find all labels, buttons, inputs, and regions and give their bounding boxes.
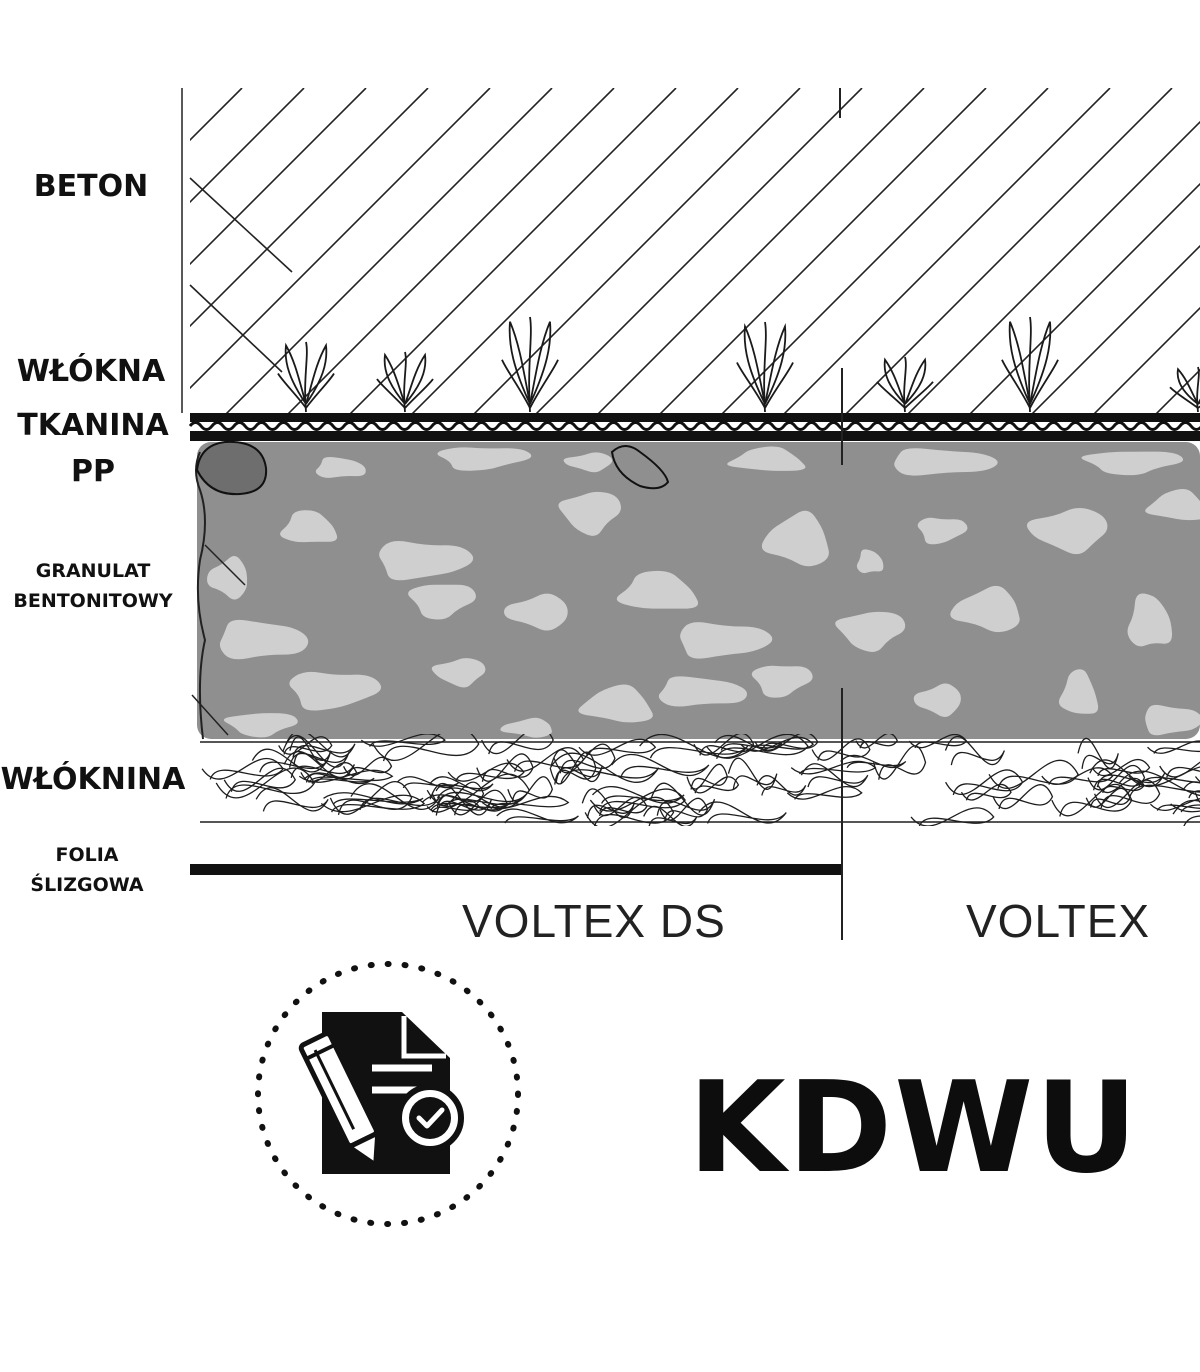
concrete-layer <box>181 88 1200 413</box>
label-tkanina: TKANINA <box>17 408 169 443</box>
label-wlokna: WŁÓKNA <box>16 354 166 389</box>
label-granulat: GRANULAT <box>35 560 151 582</box>
label-wloknina: WŁÓKNINA <box>0 762 186 797</box>
document-pencil-check-icon <box>255 961 521 1227</box>
label-folia: FOLIA <box>55 844 119 866</box>
product-voltex-ds: VOLTEX DS <box>462 895 726 947</box>
nonwoven-fleece-layer <box>200 734 1200 826</box>
label-beton: BETON <box>33 169 149 204</box>
woven-pp-layer <box>188 413 1200 441</box>
label-bentonitowy: BENTONITOWY <box>13 590 173 612</box>
product-voltex: VOLTEX <box>966 895 1151 947</box>
slip-foil-layer <box>190 864 842 875</box>
fibres-layer <box>277 316 1200 413</box>
label-slizgowa: ŚLIZGOWA <box>30 874 144 896</box>
bentonite-granulate-layer <box>191 440 1200 740</box>
kdwu-title: KDWU <box>688 1054 1140 1201</box>
label-pp: PP <box>71 454 115 489</box>
